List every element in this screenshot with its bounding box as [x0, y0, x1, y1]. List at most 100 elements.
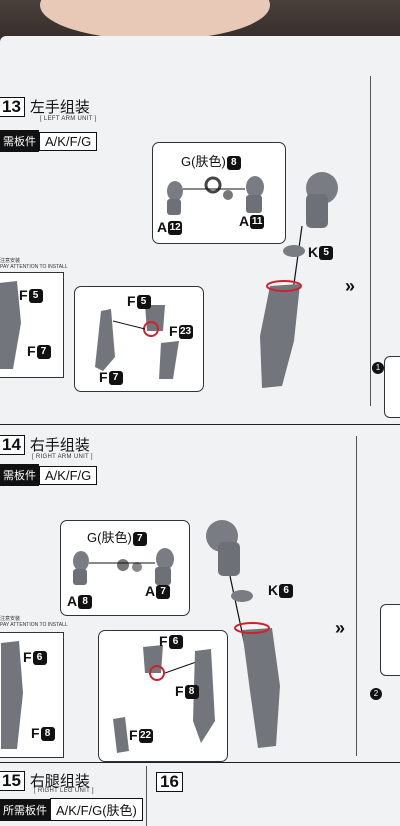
- side-panel-2: [380, 604, 400, 676]
- side-step2: 2: [370, 688, 382, 700]
- parts-value: A/K/F/G(肤色): [50, 798, 143, 821]
- instruction-page: 13 左手组装 [ LEFT ARM UNIT ] 需板件 A/K/F/G G(…: [0, 36, 400, 826]
- section-divider-2: [0, 762, 400, 763]
- divider: [370, 76, 371, 406]
- a7-num: 7: [156, 585, 171, 600]
- step14-side-part: [1, 641, 23, 749]
- a12-letter: A: [157, 219, 168, 235]
- section-divider-1: [0, 424, 400, 425]
- step13-number: 13: [0, 96, 25, 117]
- f23-letter: F: [169, 323, 178, 339]
- f6b-num: 6: [168, 635, 183, 650]
- side-step1: 1: [372, 362, 384, 374]
- step13-arm-assembly: [260, 172, 338, 388]
- f7b-letter: F: [99, 369, 108, 385]
- g-num: 8: [226, 155, 241, 170]
- f8a-letter: F: [31, 725, 40, 741]
- parts-value: A/K/F/G: [39, 131, 98, 151]
- step14-arm-assembly: [206, 520, 280, 748]
- a11-num: 11: [250, 215, 265, 230]
- step15-subtitle: [ RIGHT LEG UNIT ]: [34, 788, 94, 794]
- attention-en: PAY ATTENTION TO INSTALL: [0, 622, 68, 628]
- step14-g-parts: [73, 548, 174, 585]
- f8b-letter: F: [175, 683, 184, 699]
- f7a-num: 7: [36, 345, 51, 360]
- f7a-letter: F: [27, 343, 36, 359]
- attention-cn: 注意安装: [0, 258, 21, 264]
- next-arrow: »: [345, 276, 356, 296]
- side-panel-1: [384, 356, 400, 418]
- attention-en: PAY ATTENTION TO INSTALL: [0, 264, 68, 270]
- k6-num: 6: [279, 584, 294, 599]
- f8b-num: 8: [184, 685, 199, 700]
- divider: [146, 766, 147, 826]
- step15-number: 15: [0, 770, 25, 791]
- k6-letter: K: [268, 582, 279, 598]
- step16-number: 16: [156, 772, 183, 792]
- parts-label: 需板件: [0, 130, 39, 152]
- f6b-letter: F: [159, 633, 168, 649]
- g-label-text: G(肤色): [87, 530, 132, 545]
- parts-value: A/K/F/G: [39, 465, 98, 485]
- step13-subtitle: [ LEFT ARM UNIT ]: [40, 116, 97, 122]
- step13-g-parts: [167, 176, 264, 215]
- f22-letter: F: [129, 727, 138, 743]
- k5-letter: K: [308, 244, 319, 260]
- a7-letter: A: [145, 583, 156, 599]
- step15-parts: 所需板件 A/K/F/G(肤色): [0, 798, 143, 821]
- f6a-num: 6: [32, 651, 47, 666]
- parts-label: 所需板件: [0, 798, 50, 821]
- step16-header: 16: [156, 772, 183, 792]
- step15-header: 15 右腿组装: [0, 770, 90, 791]
- step14-header: 14 右手组装: [0, 434, 90, 455]
- f6a-letter: F: [23, 649, 32, 665]
- f8a-num: 8: [40, 727, 55, 742]
- f5a-letter: F: [19, 287, 28, 303]
- step14-subtitle: [ RIGHT ARM UNIT ]: [32, 454, 93, 460]
- step15-title: 右腿组装: [29, 773, 90, 790]
- step14-title: 右手组装: [29, 437, 90, 454]
- step13-header: 13 左手组装: [0, 96, 90, 117]
- parts-label: 需板件: [0, 464, 39, 486]
- step13-title: 左手组装: [29, 99, 90, 116]
- step14-detail-parts: [113, 645, 215, 753]
- step14-parts: 需板件 A/K/F/G: [0, 464, 98, 486]
- attention-cn: 注意安装: [0, 616, 21, 622]
- g-label-text: G(肤色): [181, 154, 226, 169]
- k5-num: 5: [319, 246, 334, 261]
- step14-number: 14: [0, 434, 25, 455]
- step13-detail-parts: [95, 305, 179, 379]
- f7b-num: 7: [108, 371, 123, 386]
- f5a-num: 5: [28, 289, 43, 304]
- g-num: 7: [132, 531, 147, 546]
- f22-num: 22: [138, 729, 153, 744]
- divider: [356, 436, 357, 756]
- step13-side-part: [0, 281, 21, 369]
- g-label: G(肤色)7: [87, 527, 147, 546]
- f5b-letter: F: [127, 293, 136, 309]
- a8-num: 8: [78, 595, 93, 610]
- next-arrow: »: [335, 618, 346, 638]
